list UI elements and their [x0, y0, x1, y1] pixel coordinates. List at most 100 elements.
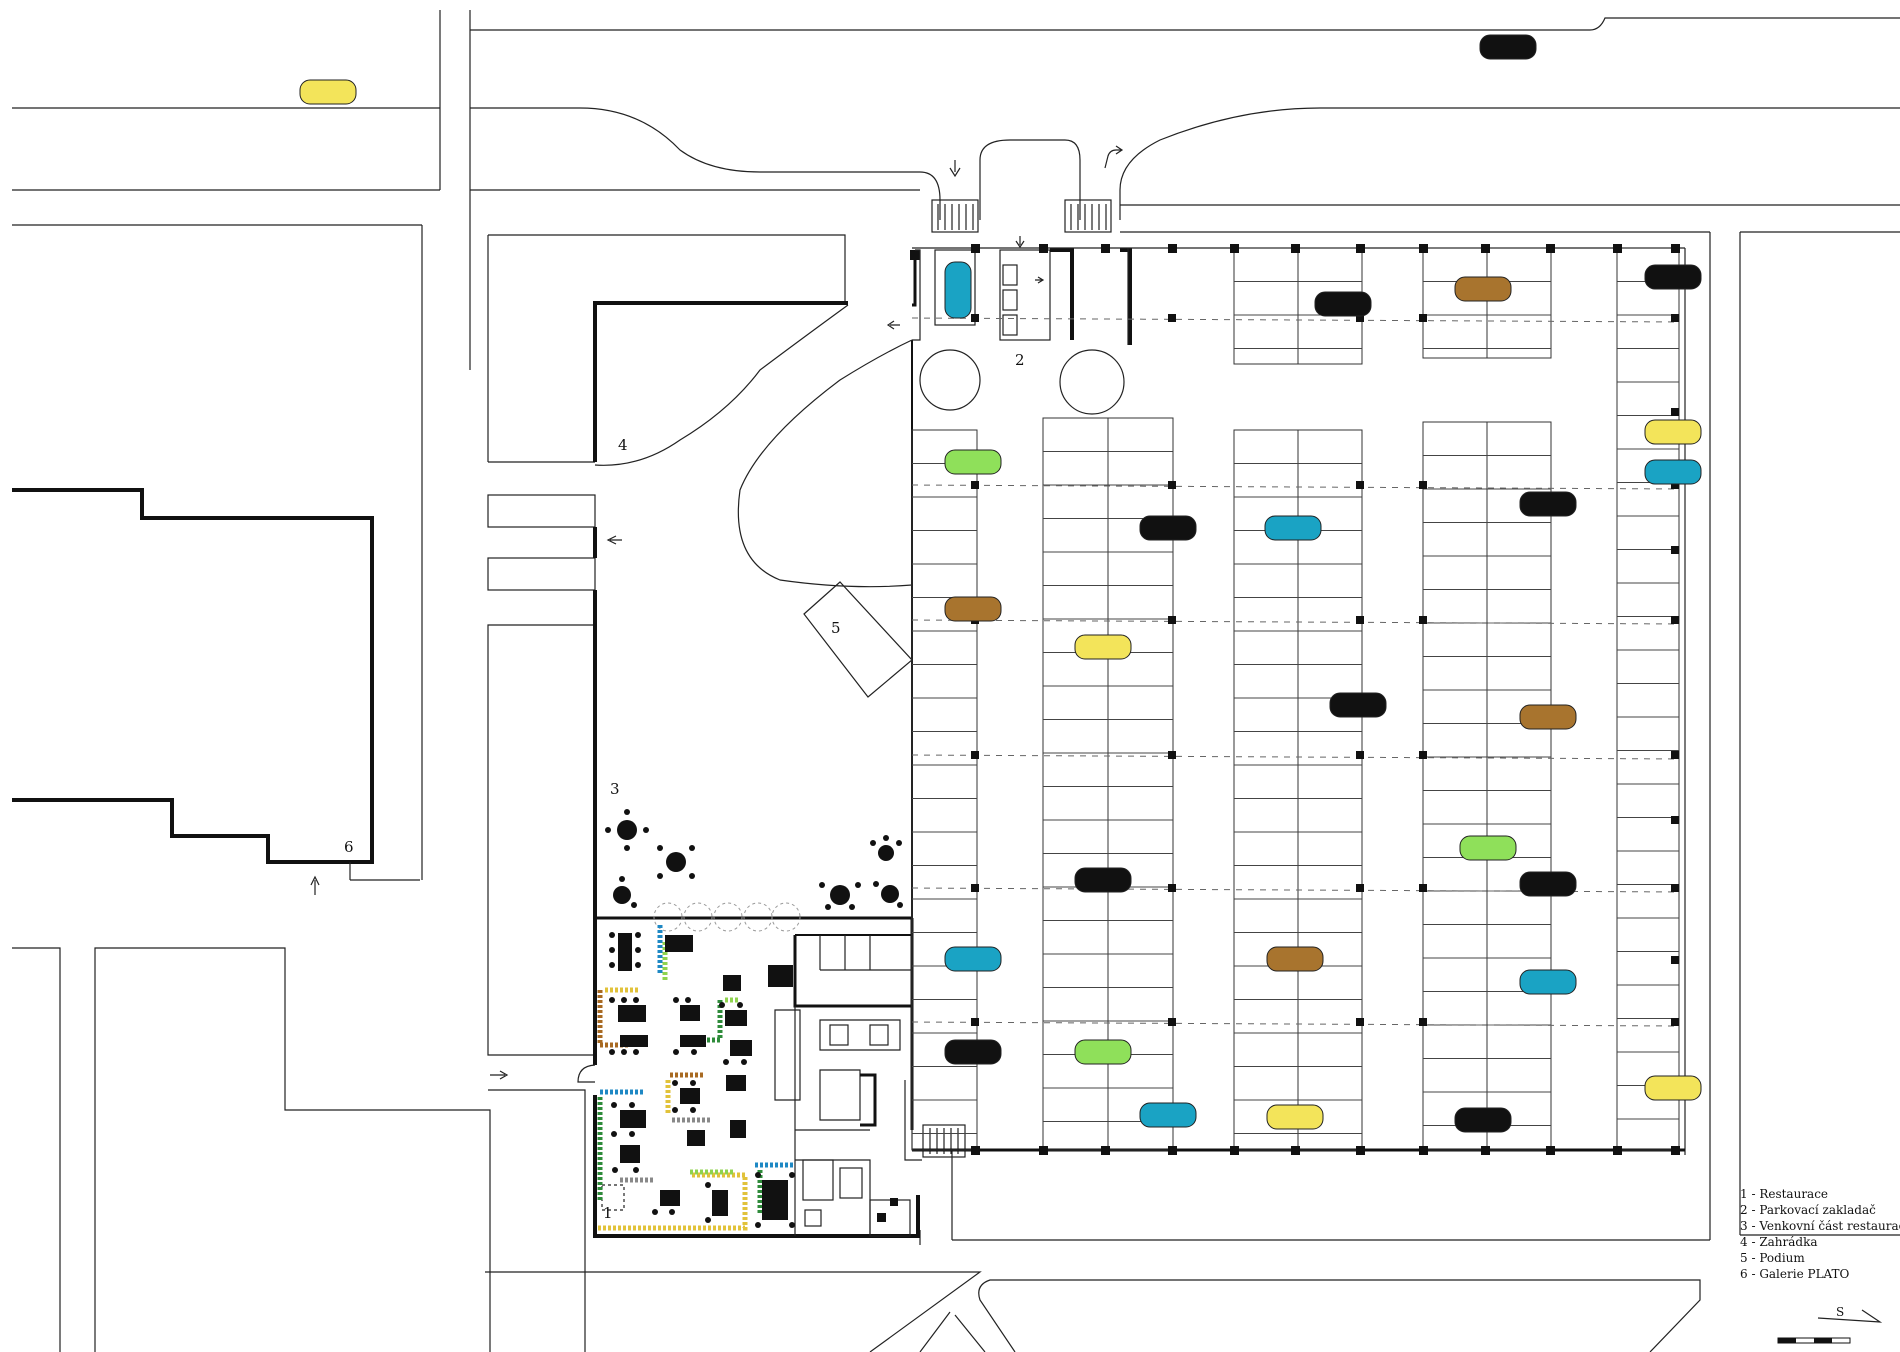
column	[1671, 751, 1679, 759]
column	[971, 751, 979, 759]
garden-walls	[593, 301, 913, 920]
structural-axis-line	[911, 754, 1681, 760]
legend-item-5: 5 - Podium	[1740, 1251, 1805, 1265]
legend-item-2: 2 - Parkovací zakladač	[1740, 1203, 1876, 1217]
car	[1519, 969, 1577, 995]
car	[1479, 34, 1537, 60]
column	[1671, 884, 1679, 892]
legend-item-6: 6 - Galerie PLATO	[1740, 1267, 1850, 1281]
parking-row-block	[1422, 421, 1552, 1151]
structural-axis-line	[911, 484, 1681, 490]
car	[1139, 1102, 1197, 1128]
car	[944, 946, 1002, 972]
column	[1419, 751, 1427, 759]
column	[1671, 244, 1680, 253]
car	[944, 596, 1002, 622]
car	[1644, 419, 1702, 445]
column	[1356, 1018, 1364, 1026]
label-podium-number: 5	[831, 619, 841, 637]
column	[1419, 481, 1427, 489]
column	[1356, 481, 1364, 489]
structural-axis-line	[911, 619, 1681, 625]
structural-axis-line	[911, 1021, 1681, 1027]
north-arrow-label: S	[1836, 1305, 1844, 1319]
crosswalks	[931, 145, 1124, 233]
street-lines	[12, 10, 1900, 1245]
parking-row-block	[1422, 247, 1552, 359]
car	[1459, 835, 1517, 861]
structural-grid-lines	[911, 317, 1681, 1027]
parking-row-block	[911, 429, 978, 1151]
column	[1168, 481, 1176, 489]
garden-trees	[605, 809, 903, 910]
parking-block-outline	[1616, 247, 1680, 1151]
parking-stacker	[910, 236, 1132, 415]
column	[971, 314, 979, 322]
column	[1356, 751, 1364, 759]
parking-row-block	[1616, 247, 1680, 1151]
car	[944, 261, 972, 319]
car	[1074, 1039, 1132, 1065]
car	[1519, 704, 1577, 730]
column	[1168, 884, 1176, 892]
column	[1671, 1018, 1679, 1026]
cars	[299, 34, 1702, 1133]
column	[1168, 314, 1176, 322]
label-gallery-number: 6	[344, 838, 354, 856]
column	[1671, 816, 1679, 824]
column	[1101, 244, 1110, 253]
car	[1266, 1104, 1324, 1130]
car	[1644, 459, 1702, 485]
column	[1101, 1146, 1110, 1155]
column	[1671, 481, 1679, 489]
column	[1419, 884, 1427, 892]
car	[944, 449, 1002, 475]
column	[1671, 616, 1679, 624]
column	[1671, 1146, 1680, 1155]
column	[1039, 1146, 1048, 1155]
column	[1168, 616, 1176, 624]
column	[1419, 616, 1427, 624]
podium-outline	[803, 581, 913, 698]
column	[1291, 244, 1300, 253]
column	[971, 1018, 979, 1026]
car	[1644, 1075, 1702, 1101]
column	[1168, 1146, 1177, 1155]
column	[1356, 616, 1364, 624]
legend-item-4: 4 - Zahrádka	[1740, 1235, 1818, 1249]
parking-row-block	[1233, 429, 1363, 1151]
car	[1454, 1107, 1512, 1133]
column	[1671, 956, 1679, 964]
column	[971, 244, 980, 253]
middle-blocks	[487, 234, 846, 1352]
column	[1419, 314, 1427, 322]
column	[1356, 1146, 1365, 1155]
restaurant-tables	[609, 932, 795, 1228]
column	[1546, 244, 1555, 253]
column	[1291, 1146, 1300, 1155]
column	[1613, 1146, 1622, 1155]
column	[1481, 1146, 1490, 1155]
legend-item-3: 3 - Venkovní část restaurace	[1740, 1219, 1900, 1233]
column	[1356, 884, 1364, 892]
column	[1039, 244, 1048, 253]
column	[1168, 1018, 1176, 1026]
column	[1230, 244, 1239, 253]
column	[1613, 244, 1622, 253]
car	[299, 79, 357, 105]
label-garden-number: 4	[618, 436, 628, 454]
dashed-canopies	[653, 902, 801, 932]
car	[1074, 867, 1132, 893]
column	[1671, 546, 1679, 554]
car	[1266, 946, 1324, 972]
structural-axis-line	[911, 317, 1681, 323]
column	[1356, 244, 1365, 253]
car	[1264, 515, 1322, 541]
column	[1356, 314, 1364, 322]
column	[1230, 1146, 1239, 1155]
car	[944, 1039, 1002, 1065]
label-outdoor-restaurant-number: 3	[610, 780, 620, 798]
car	[1329, 692, 1387, 718]
column	[1671, 408, 1679, 416]
